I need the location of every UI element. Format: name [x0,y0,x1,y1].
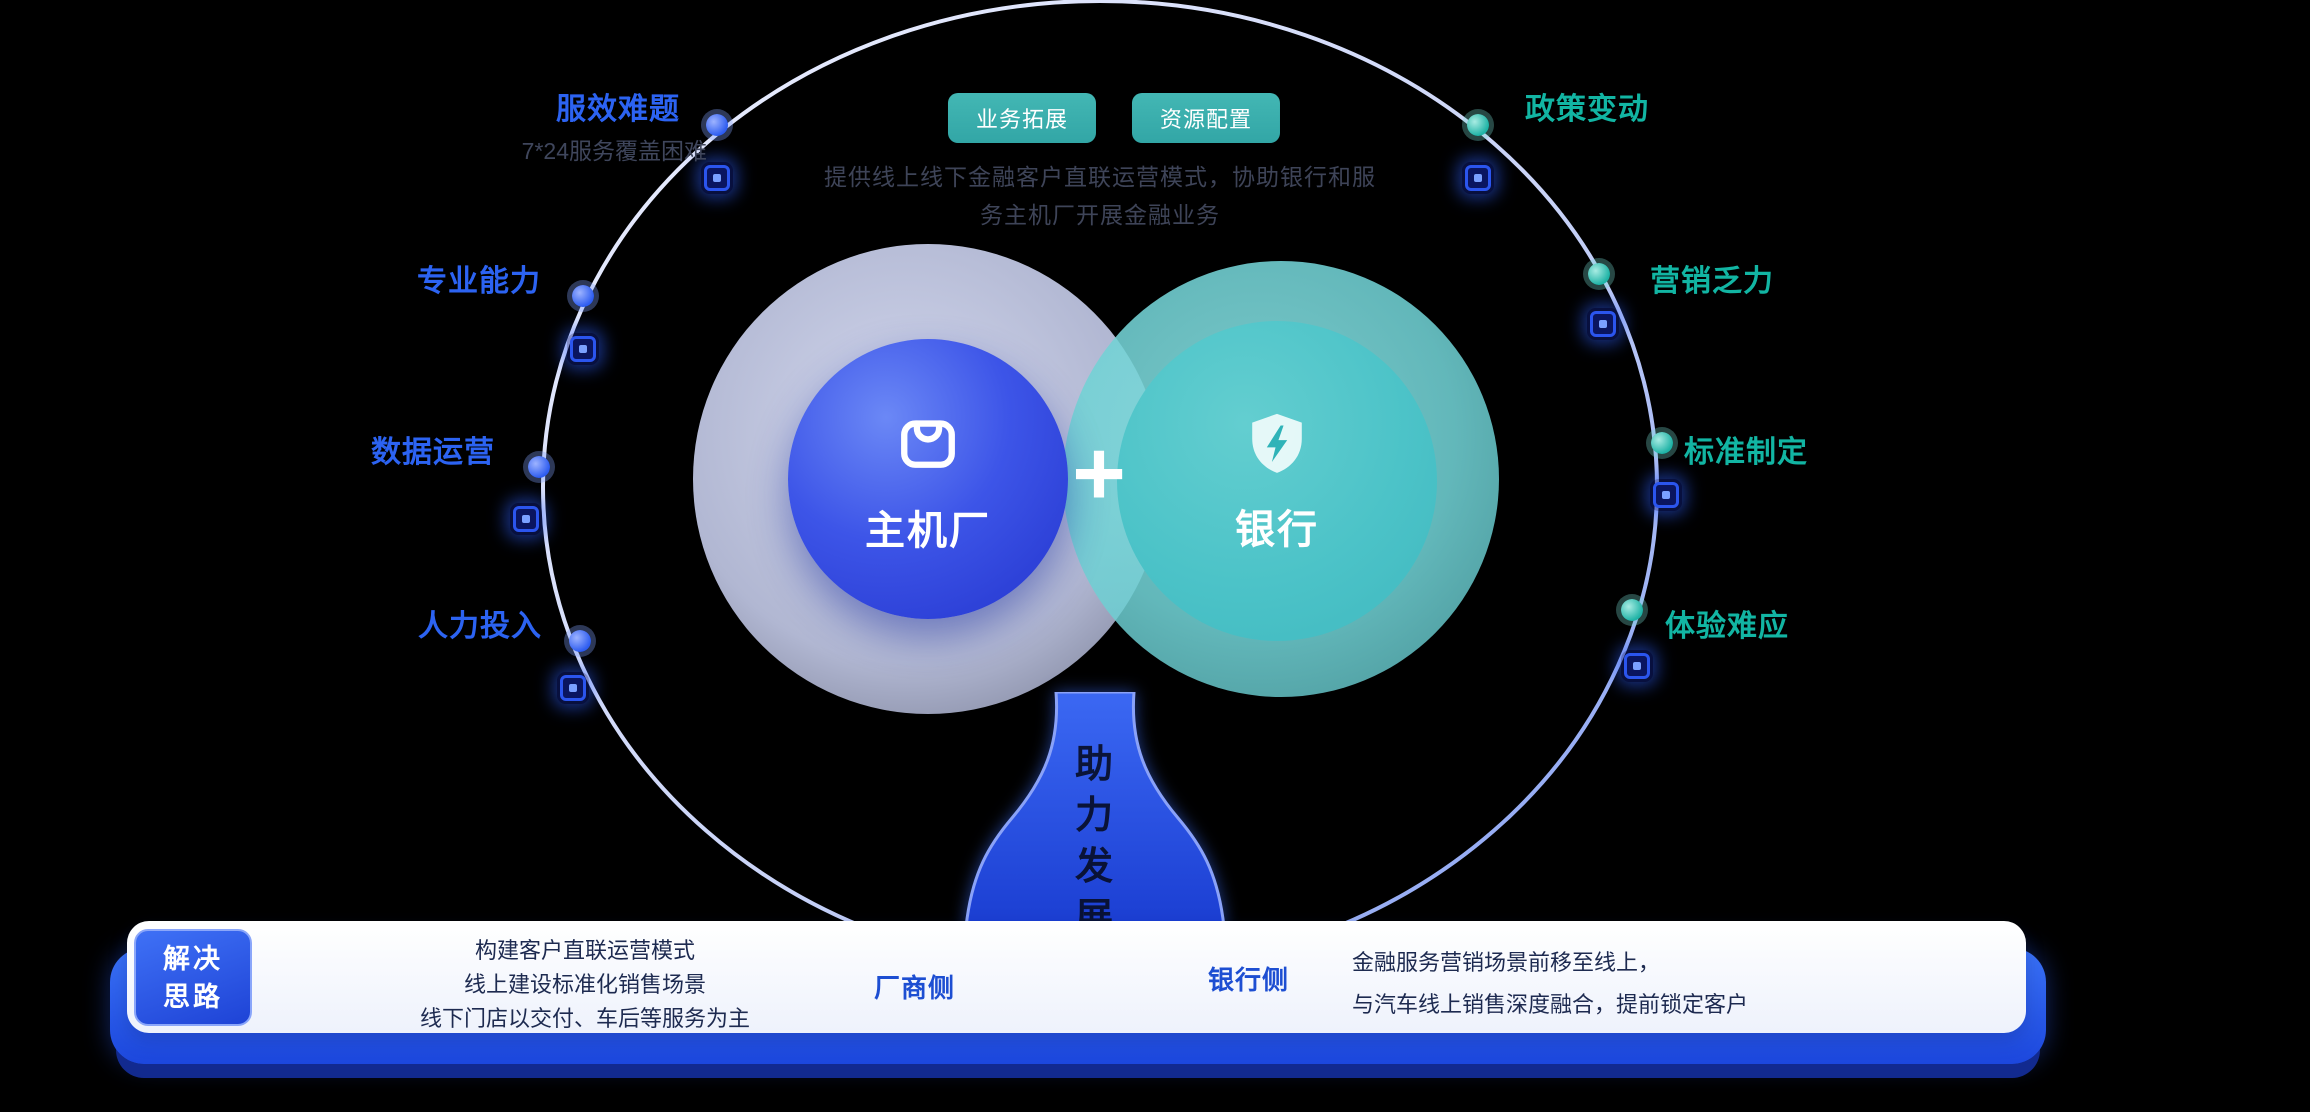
factory-circle: 主机厂 [788,339,1068,619]
ellipse-node-dot [1651,432,1673,454]
glow-marker-icon [1621,650,1653,682]
bank-plan-text: 金融服务营销场景前移至线上， 与汽车线上销售深度融合，提前锁定客户 [1352,942,1952,1026]
top-tags-row: 业务拓展 资源配置 [947,93,1281,143]
ellipse-node-dot [569,630,591,652]
solution-badge-line-1: 解决 [163,943,223,974]
glow-marker-icon [557,672,589,704]
pain-label-expertise: 专业能力 [417,265,541,298]
trunk-vertical-caption: 助 力 发 展 [1075,740,1115,944]
pain-label-marketing: 营销乏力 [1650,265,1774,298]
ellipse-node-dot [706,114,728,136]
trunk-char: 发 [1074,846,1116,888]
solution-badge-line-2: 思路 [163,981,223,1012]
pain-label-manpower: 人力投入 [418,610,542,643]
shopping-bag-icon [890,403,966,484]
factory-plan-text: 构建客户直联运营模式 线上建设标准化销售场景 线下门店以交付、车后等服务为主 [330,934,840,1036]
intro-line-2: 务主机厂开展金融业务 [980,202,1220,228]
bank-side-label: 银行侧 [1208,965,1290,995]
pain-sublabel-service: 7*24服务覆盖困难 [521,138,707,164]
ellipse-node-dot [1467,114,1489,136]
tree-trunk-shape [964,692,1226,927]
pain-label-data-ops: 数据运营 [371,436,495,469]
factory-plan-line-2: 线上建设标准化销售场景 [463,972,706,997]
glow-marker-icon [1650,479,1682,511]
solution-badge: 解决 思路 [134,929,252,1026]
tag-resource-allocation[interactable]: 资源配置 [1132,93,1281,143]
glow-marker-icon [1587,308,1619,340]
bank-plan-line-2: 与汽车线上销售深度融合，提前锁定客户 [1352,992,1749,1017]
factory-side-label: 厂商侧 [874,973,956,1003]
intro-description: 提供线上线下金融客户直联运营模式，协助银行和服 务主机厂开展金融业务 [690,158,1510,234]
ellipse-node-dot [572,285,594,307]
glow-marker-icon [510,503,542,535]
factory-plan-line-3: 线下门店以交付、车后等服务为主 [419,1006,750,1031]
bank-circle: 银行 [1117,321,1437,641]
ellipse-node-dot [1588,263,1610,285]
shield-lightning-icon [1242,408,1312,483]
trunk-char: 力 [1074,795,1116,837]
pain-label-experience: 体验难应 [1665,610,1789,643]
pain-label-service: 服效难题 [556,93,680,126]
solution-bar [127,921,2026,1033]
bank-plan-line-1: 金融服务营销场景前移至线上， [1352,950,1661,975]
ellipse-node-dot [528,456,550,478]
glow-marker-icon [701,162,733,194]
glow-marker-icon [567,333,599,365]
trunk-char: 助 [1074,744,1116,786]
intro-line-1: 提供线上线下金融客户直联运营模式，协助银行和服 [824,164,1376,190]
tag-business-expansion[interactable]: 业务拓展 [947,93,1096,143]
ellipse-node-dot [1621,599,1643,621]
pain-label-policy: 政策变动 [1525,93,1649,126]
plus-sign: + [1072,422,1126,525]
factory-circle-label: 主机厂 [865,508,991,553]
factory-plan-line-1: 构建客户直联运营模式 [474,938,695,963]
pain-label-standard: 标准制定 [1684,436,1808,469]
bank-circle-label: 银行 [1235,507,1319,552]
glow-marker-icon [1462,162,1494,194]
